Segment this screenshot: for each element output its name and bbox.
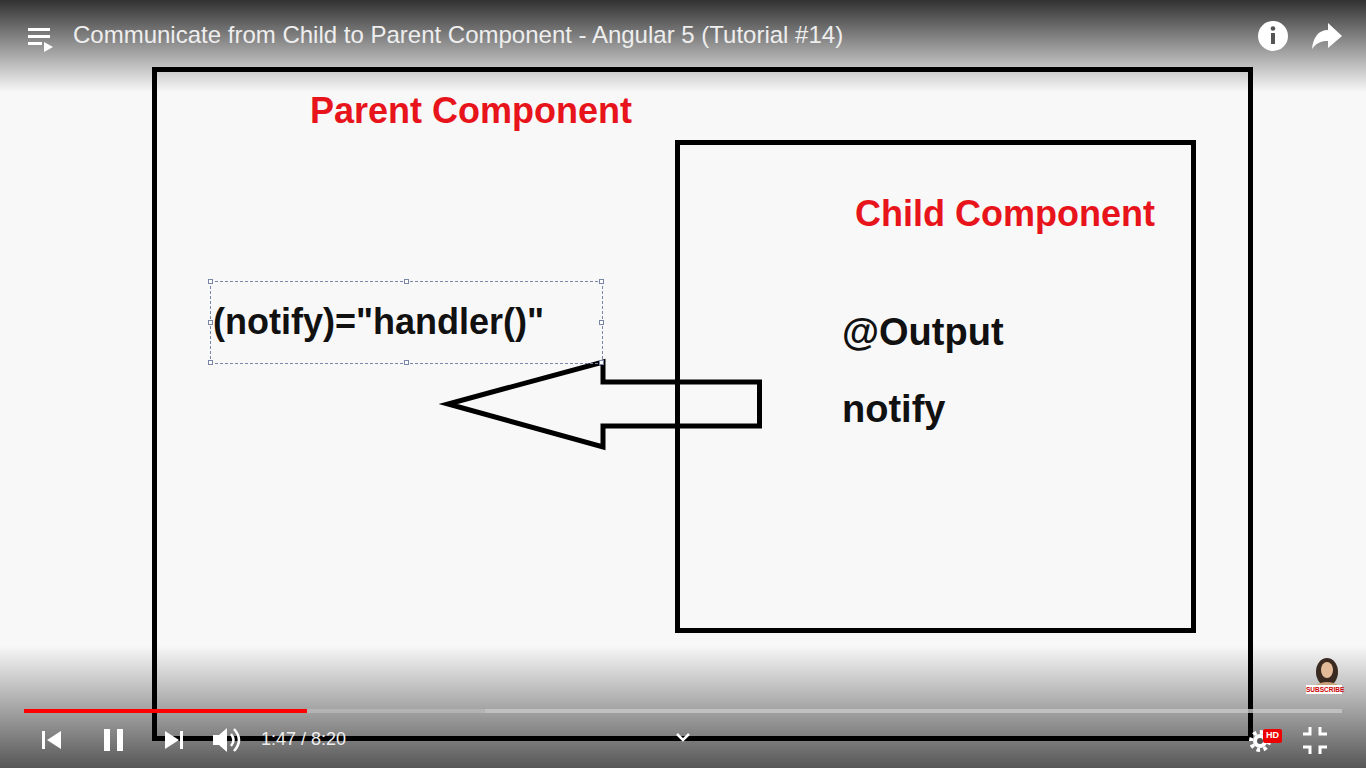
block-arrow bbox=[448, 362, 760, 447]
selection-handle bbox=[208, 279, 213, 284]
selection-handle bbox=[404, 360, 409, 365]
chevron-icon bbox=[677, 734, 689, 740]
event-binding-code: (notify)="handler()" bbox=[213, 300, 544, 343]
icon-part bbox=[1320, 727, 1327, 734]
bottom-shade bbox=[0, 645, 1366, 768]
icon-part bbox=[44, 42, 53, 52]
info-icon bbox=[1258, 21, 1288, 51]
decorator-name: @Output bbox=[842, 310, 1004, 356]
icon-part bbox=[28, 35, 50, 38]
next-icon bbox=[165, 731, 183, 749]
icon-part bbox=[1271, 26, 1276, 31]
top-shade bbox=[0, 0, 1366, 92]
icon-part bbox=[1320, 747, 1327, 754]
video-title: Communicate from Child to Parent Compone… bbox=[73, 21, 843, 50]
selection-handle bbox=[404, 279, 409, 284]
selection-handle bbox=[599, 279, 604, 284]
icon-part bbox=[1271, 33, 1275, 44]
previous-icon bbox=[42, 731, 61, 749]
parent-component-box: Parent Component (notify)="handler()" Chil… bbox=[152, 67, 1253, 741]
icon-part bbox=[28, 42, 42, 45]
volume-icon bbox=[213, 728, 239, 752]
icon-part bbox=[104, 729, 110, 751]
selection-handle bbox=[599, 320, 604, 325]
selected-text-box: (notify)="handler()" bbox=[210, 281, 603, 364]
hd-badge: HD bbox=[1263, 730, 1282, 741]
progress-buffered bbox=[24, 709, 485, 713]
icon-part bbox=[1303, 747, 1310, 754]
progress-track bbox=[24, 709, 1342, 713]
icon-part bbox=[28, 28, 50, 31]
component-heading: Parent Component bbox=[310, 89, 632, 132]
share-icon bbox=[1312, 23, 1342, 49]
icon-part bbox=[42, 731, 45, 749]
icon-part bbox=[117, 729, 123, 751]
hd-badge-ground bbox=[1263, 729, 1282, 743]
pause-icon bbox=[104, 729, 123, 751]
icon-part bbox=[47, 731, 61, 749]
child-component-box: Child Component @Output notify bbox=[675, 140, 1196, 633]
icon-part bbox=[1258, 21, 1288, 51]
icon-part bbox=[234, 729, 239, 751]
output-property: notify bbox=[842, 387, 945, 433]
icon-part bbox=[1316, 658, 1338, 686]
video-time: 1:47 / 8:20 bbox=[261, 729, 346, 751]
icon-part bbox=[213, 728, 227, 752]
icon-part bbox=[1303, 727, 1310, 734]
selection-handle bbox=[208, 360, 213, 365]
icon-part bbox=[1257, 738, 1263, 744]
icon-part bbox=[180, 731, 183, 749]
progress-played bbox=[24, 709, 307, 713]
selection-handle bbox=[208, 320, 213, 325]
icon-part bbox=[231, 734, 234, 746]
playlist-icon bbox=[28, 28, 53, 52]
selection-handle bbox=[599, 360, 604, 365]
subscribe-watermark: SUBSCRIBE bbox=[1306, 686, 1344, 694]
icon-part bbox=[1321, 662, 1333, 678]
icon-part bbox=[165, 731, 179, 749]
exit-fullscreen-icon bbox=[1303, 727, 1327, 754]
component-heading: Child Component bbox=[855, 192, 1155, 235]
